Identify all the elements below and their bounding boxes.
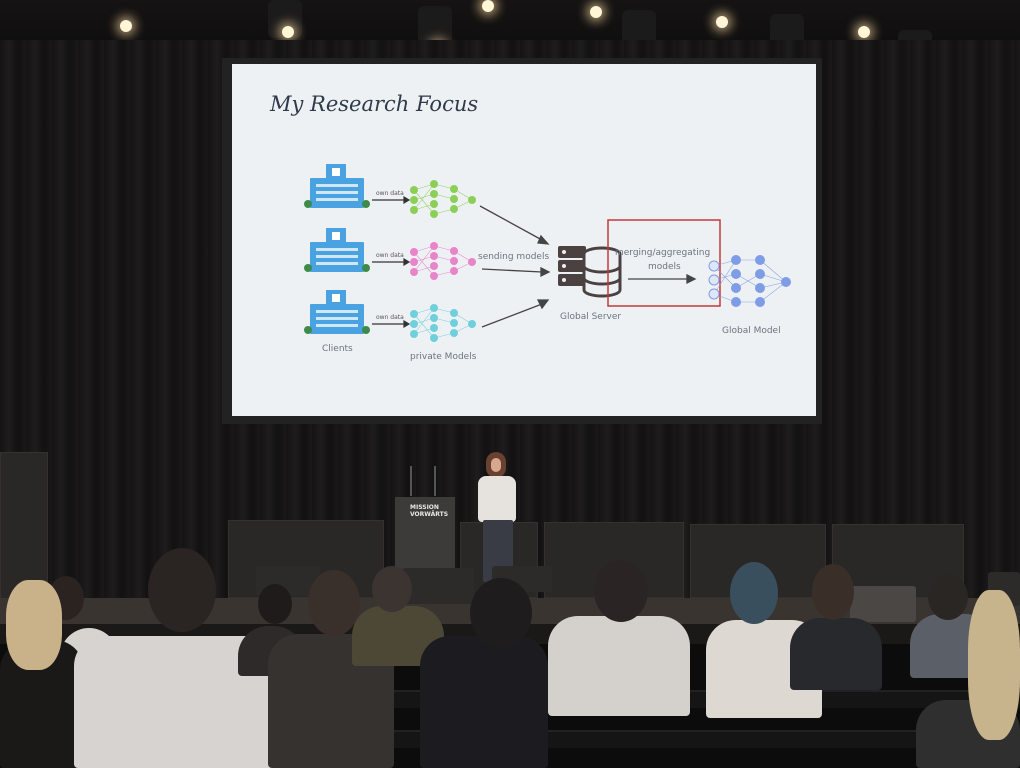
microphone-stand [410,466,412,496]
server-database-icon [558,246,622,298]
spotlight [716,16,728,28]
audience-head [148,548,216,632]
spotlight [858,26,870,38]
audience-head [730,562,778,624]
hospital-icon [304,164,370,208]
audience-member [790,618,882,690]
hospital-icon [304,290,370,334]
slide-title: My Research Focus [270,92,479,116]
audience-head [372,566,412,612]
sending-arrows [479,205,551,328]
own-data-label: own data [376,252,404,259]
stage-monitor [850,586,916,622]
stage-monitor [402,568,474,604]
aggregation-highlight-box [607,219,721,307]
spotlight [482,0,494,12]
hospital-icon [304,228,370,272]
spotlight [590,6,602,18]
audience-head [928,574,968,620]
own-data-label: own data [376,190,404,197]
own-data-label: own data [376,314,404,321]
microphone-stand [434,466,436,496]
audience-head [968,590,1020,740]
private-models-label: private Models [410,352,477,362]
audience-head [308,570,360,636]
neural-network-icon [413,183,473,215]
clients-label: Clients [322,344,353,354]
network-nodes [410,242,476,280]
spotlight [282,26,294,38]
audience-member [420,636,548,768]
audience-chair-row [200,730,1020,748]
models-label: models [648,262,681,272]
federated-learning-diagram [304,164,791,342]
audience-head [470,578,532,648]
presentation-slide: My Research Focus [232,64,816,416]
network-nodes [708,255,791,307]
sending-models-label: sending models [478,252,550,262]
own-data-arrows [372,195,411,329]
audience-head [812,564,854,620]
audience-head [6,580,62,670]
global-model-label: Global Model [722,326,781,336]
global-model-network-icon [713,259,787,303]
merging-label: merging/aggregating [615,248,711,258]
neural-network-icon [413,307,473,339]
network-nodes [410,180,476,218]
presenter-shirt [478,476,516,522]
neural-network-icon [413,245,473,277]
audience-member [548,616,690,716]
podium-logo-text: MISSION VORWÄRTS [410,504,449,518]
presenter-face [491,458,501,472]
audience-head [258,584,292,624]
global-server-label: Global Server [560,312,622,322]
network-nodes [410,304,476,342]
stage-light-fixture [418,6,452,44]
spotlight [120,20,132,32]
audience-head [594,560,648,622]
aggregation-arrow [628,273,697,285]
